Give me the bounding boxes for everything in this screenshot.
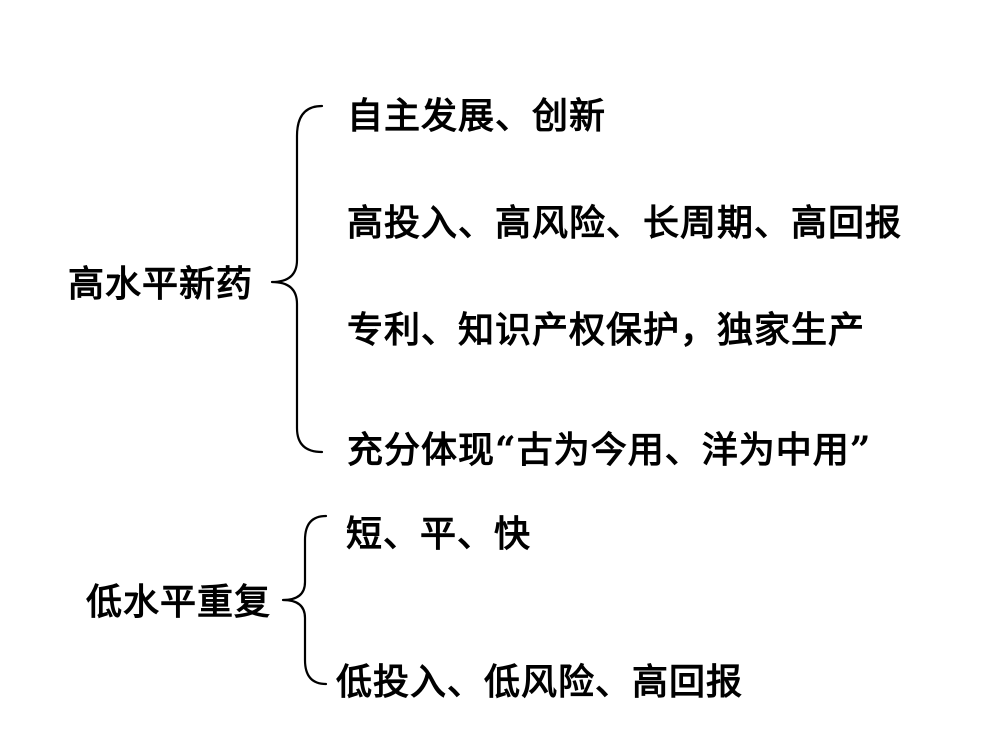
branch-item: 短、平、快 (346, 513, 532, 555)
branch-item: 充分体现“古为今用、洋为中用” (347, 429, 872, 471)
branch-item: 低投入、低风险、高回报 (336, 661, 744, 703)
branch-item: 自主发展、创新 (347, 95, 607, 137)
brace-high-level (270, 104, 324, 454)
branch-item: 专利、知识产权保护，独家生产 (347, 309, 866, 351)
group-label-low-level: 低水平重复 (86, 581, 272, 623)
branch-item: 高投入、高风险、长周期、高回报 (347, 202, 903, 244)
brace-low-level (281, 514, 328, 686)
group-label-high-level: 高水平新药 (68, 263, 254, 305)
